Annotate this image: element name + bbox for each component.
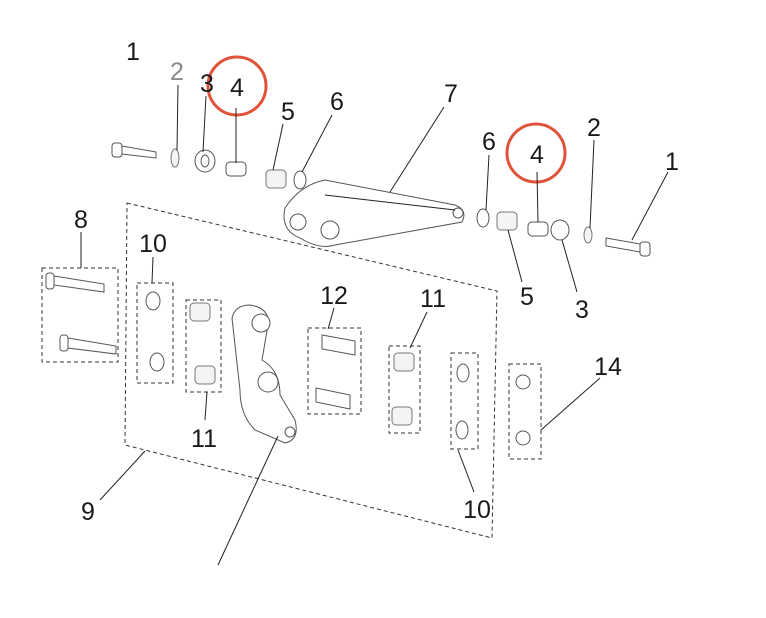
bolts-8	[45, 272, 117, 355]
callout-2-left: 2	[170, 58, 184, 86]
box-8	[41, 267, 119, 363]
bearing-5-left	[265, 169, 287, 189]
callout-5-left: 5	[281, 98, 295, 126]
callout-9: 9	[81, 498, 95, 526]
callout-4-right: 4	[530, 141, 544, 169]
callout-14: 14	[594, 353, 622, 381]
callout-10-right: 10	[463, 496, 491, 524]
kit-box-9	[124, 202, 498, 539]
callout-1-left: 1	[126, 38, 140, 66]
washer-2-right	[583, 226, 593, 244]
box-10-left	[136, 282, 174, 384]
callout-3-left: 3	[200, 70, 214, 98]
callout-11-right: 11	[420, 285, 446, 313]
callout-12: 12	[320, 282, 348, 310]
callout-4-left: 4	[230, 74, 244, 102]
bushing-4-right	[527, 221, 549, 237]
callout-6-left: 6	[330, 88, 344, 116]
leader-lines	[80, 84, 669, 566]
callout-6-right: 6	[482, 128, 496, 156]
highlight-circle-right	[505, 122, 567, 184]
callout-3-right: 3	[575, 296, 589, 324]
washer-6-left	[293, 170, 307, 190]
callout-5-right: 5	[520, 283, 534, 311]
callout-8: 8	[74, 206, 88, 234]
callout-10-left: 10	[139, 230, 167, 258]
bushing-4-left	[225, 161, 247, 177]
washer-2-left	[170, 148, 180, 168]
box-11-right	[388, 345, 421, 434]
highlight-circle-left	[206, 55, 268, 117]
washer-6-right	[476, 208, 490, 228]
bolt-right	[605, 237, 651, 257]
linkage-arm-7	[283, 179, 465, 247]
box-11-left	[185, 299, 222, 393]
washer-3-right	[550, 219, 570, 241]
callout-11-left: 11	[191, 425, 217, 453]
box-14	[508, 363, 542, 460]
rocker-link	[231, 304, 297, 444]
bearing-5-right	[496, 211, 518, 231]
box-10-right	[450, 352, 479, 450]
callout-1-right: 1	[665, 148, 679, 176]
callout-2-right: 2	[587, 114, 601, 142]
callout-7: 7	[444, 80, 458, 108]
box-12	[307, 327, 362, 415]
bolt-left	[111, 142, 157, 159]
